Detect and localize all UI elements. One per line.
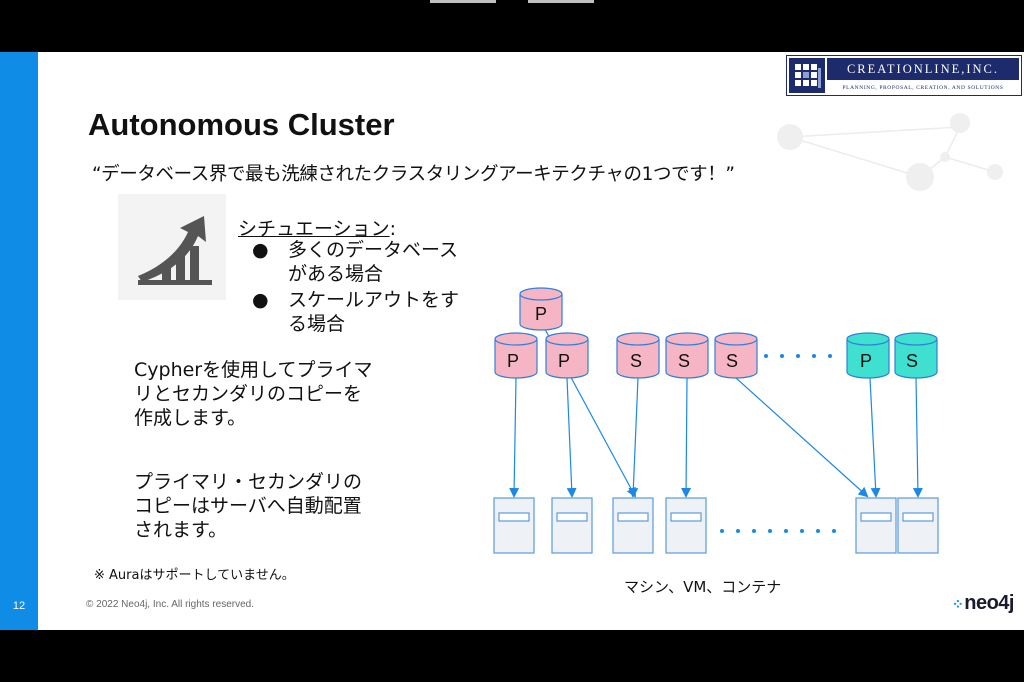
cypher-paragraph: Cypherを使用してプライマ リとセカンダリのコピーを 作成します。 — [134, 358, 394, 430]
db-label: P — [535, 304, 547, 324]
placement-paragraph: プライマリ・セカンダリの コピーはサーバへ自動配置 されます。 — [134, 470, 394, 542]
database-cylinder-icon: P — [519, 287, 563, 331]
server-icon — [855, 497, 897, 554]
situation-colon: : — [389, 218, 397, 240]
growth-chart-tile — [118, 194, 226, 300]
slide-subtitle: “データベース界で最も洗練されたクラスタリングアーキテクチャの1つです！” — [92, 164, 735, 185]
company-name: CREATIONLINE,INC. — [827, 58, 1019, 80]
top-notch-right — [528, 0, 594, 3]
db-label: P — [860, 351, 872, 371]
bullet-line: スケールアウトをす — [288, 289, 460, 311]
bullet-line: がある場合 — [288, 263, 384, 285]
server-icon — [897, 497, 939, 554]
dotted-connector — [720, 354, 836, 533]
bullet-line: 多くのデータベース — [288, 239, 459, 261]
arrows — [509, 319, 923, 498]
company-tagline: PLANNING, PROPOSAL, CREATION, AND SOLUTI… — [842, 85, 1004, 91]
presentation-slide: 12 — [0, 52, 1024, 630]
paragraph-line: 作成します。 — [134, 407, 247, 429]
network-decoration-icon — [777, 113, 1003, 191]
slide-title: Autonomous Cluster — [88, 107, 395, 142]
neo4j-wordmark: neo4j — [964, 592, 1014, 614]
server-icon — [612, 497, 654, 554]
paragraph-line: プライマリ・セカンダリの — [134, 471, 363, 493]
database-cylinder-icon: P — [494, 332, 538, 379]
db-label: S — [906, 351, 918, 371]
paragraph-line: Cypherを使用してプライマ — [134, 359, 373, 381]
bullet-dot: ● — [252, 289, 269, 311]
database-cylinder-icon: S — [616, 332, 660, 379]
top-notch-left — [430, 0, 496, 3]
company-logo-icon — [789, 58, 825, 93]
database-cylinder-icon: P — [545, 332, 589, 379]
accent-bar — [0, 52, 38, 630]
server-icon — [493, 497, 535, 554]
neo4j-logo: ⁘neo4j — [952, 592, 1014, 615]
paragraph-line: されます。 — [134, 519, 228, 541]
cluster-diagram: P P P S S S P — [493, 287, 939, 554]
copyright: © 2022 Neo4j, Inc. All rights reserved. — [86, 599, 255, 610]
situation-heading-text: シチュエーション — [238, 218, 390, 240]
db-label: S — [726, 351, 738, 371]
list-item: ● スケールアウトをす る場合 — [250, 288, 490, 336]
db-label: P — [558, 351, 570, 371]
database-cylinder-icon: P — [846, 332, 890, 379]
servers — [493, 497, 939, 554]
company-logo: CREATIONLINE,INC. PLANNING, PROPOSAL, CR… — [786, 55, 1022, 96]
db-label: P — [507, 351, 519, 371]
server-icon — [665, 497, 707, 554]
situation-heading: シチュエーション: — [238, 214, 396, 241]
top-letterbox — [0, 0, 1024, 52]
database-cylinder-icon: S — [894, 332, 938, 379]
situation-list: ● 多くのデータベース がある場合 ● スケールアウトをす る場合 — [250, 238, 490, 338]
bullet-dot: ● — [252, 239, 269, 261]
database-cylinder-icon: S — [714, 332, 758, 379]
db-label: S — [678, 351, 690, 371]
machine-label: マシン、VM、コンテナ — [624, 578, 782, 596]
list-item: ● 多くのデータベース がある場合 — [250, 238, 490, 286]
neo4j-logo-icon: ⁘ — [952, 596, 964, 612]
db-label: S — [630, 351, 642, 371]
page-number: 12 — [12, 600, 26, 612]
bullet-line: る場合 — [288, 313, 346, 335]
bottom-letterbox — [0, 630, 1024, 682]
server-icon — [551, 497, 593, 554]
paragraph-line: コピーはサーバへ自動配置 — [134, 495, 362, 517]
growth-chart-icon — [138, 216, 212, 285]
paragraph-line: リとセカンダリのコピーを — [134, 383, 363, 405]
aura-note: ※ Auraはサポートしていません。 — [94, 568, 295, 583]
database-cylinder-icon: S — [665, 332, 709, 379]
